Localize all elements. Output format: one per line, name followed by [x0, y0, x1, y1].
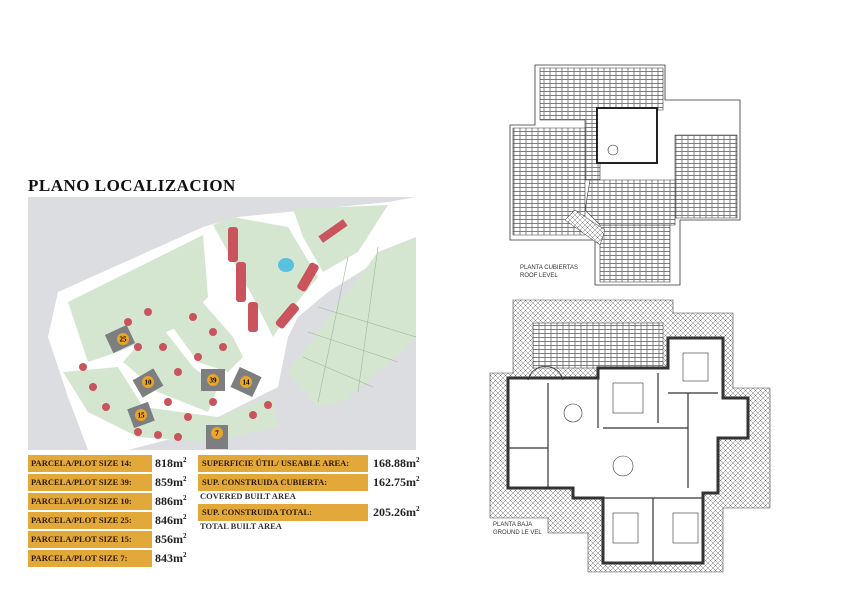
parcel-zone-south — [63, 367, 278, 442]
plot-size-value: 818m2 — [155, 456, 187, 470]
pool — [278, 258, 294, 272]
site-location-map: 25 10 39 14 15 7 — [28, 197, 416, 450]
plot-marker-39[interactable]: 39 — [207, 374, 219, 386]
parcel-zone-north — [293, 205, 388, 272]
plot-size-row: PARCELA/PLOT SIZE 7:843m2 — [28, 550, 187, 567]
svg-text:14: 14 — [243, 379, 251, 387]
parcel-zone-loop — [123, 322, 218, 412]
plot-size-value: 859m2 — [155, 475, 187, 489]
covered-built-area-label: SUP. CONSTRUIDA CUBIERTA: — [198, 474, 368, 491]
roof-plan-drawing — [509, 64, 741, 286]
total-built-area-sublabel: TOTAL BUILT AREA — [200, 521, 282, 531]
map-grey-east — [348, 347, 416, 450]
plot-marker-10[interactable]: 10 — [142, 376, 154, 388]
covered-built-area-value: 162.75m2 — [373, 475, 420, 489]
plot-size-row: PARCELA/PLOT SIZE 15:856m2 — [28, 531, 187, 548]
plot-size-row: PARCELA/PLOT SIZE 39:859m2 — [28, 474, 187, 491]
total-built-area-value: 205.26m2 — [373, 505, 420, 519]
page-title: PLANO LOCALIZACION — [28, 176, 236, 195]
plot-marker-25[interactable]: 25 — [117, 333, 129, 345]
svg-text:25: 25 — [120, 336, 128, 344]
plot-size-value: 886m2 — [155, 494, 187, 508]
svg-text:10: 10 — [145, 379, 153, 387]
parcel-grid-east — [302, 246, 416, 403]
plot-marker-14[interactable]: 14 — [240, 376, 252, 388]
plot-size-label: PARCELA/PLOT SIZE 25: — [28, 512, 152, 529]
plot-size-row: PARCELA/PLOT SIZE 14:818m2 — [28, 455, 187, 472]
useable-area-value: 168.88m2 — [373, 456, 420, 470]
plot-size-label: PARCELA/PLOT SIZE 39: — [28, 474, 152, 491]
useable-area-label: SUPERFICIE ÚTIL/ USEABLE AREA: — [198, 455, 368, 472]
plot-size-label: PARCELA/PLOT SIZE 15: — [28, 531, 152, 548]
plot-size-label: PARCELA/PLOT SIZE 14: — [28, 455, 152, 472]
svg-text:15: 15 — [138, 412, 146, 420]
parcel-zone-center — [158, 297, 243, 372]
plot-size-value: 843m2 — [155, 551, 187, 565]
plot-size-row: PARCELA/PLOT SIZE 25:846m2 — [28, 512, 187, 529]
plot-size-label: PARCELA/PLOT SIZE 10: — [28, 493, 152, 510]
plot-size-row: PARCELA/PLOT SIZE 10:886m2 — [28, 493, 187, 510]
covered-built-area-sublabel: COVERED BUILT AREA — [200, 491, 296, 501]
svg-text:39: 39 — [210, 377, 218, 385]
plot-marker-15[interactable]: 15 — [135, 409, 147, 421]
parcel-zone-west — [68, 235, 208, 362]
plot-markers: 25 10 39 14 15 7 — [117, 333, 252, 439]
total-built-area-label: SUP. CONSTRUIDA TOTAL: — [198, 504, 368, 521]
houses — [79, 219, 348, 441]
svg-text:7: 7 — [215, 430, 219, 438]
ground-floor-plan-drawing — [489, 299, 771, 573]
plot-size-value: 846m2 — [155, 513, 187, 527]
plot-size-value: 856m2 — [155, 532, 187, 546]
plot-marker-7[interactable]: 7 — [211, 427, 223, 439]
plot-size-label: PARCELA/PLOT SIZE 7: — [28, 550, 152, 567]
